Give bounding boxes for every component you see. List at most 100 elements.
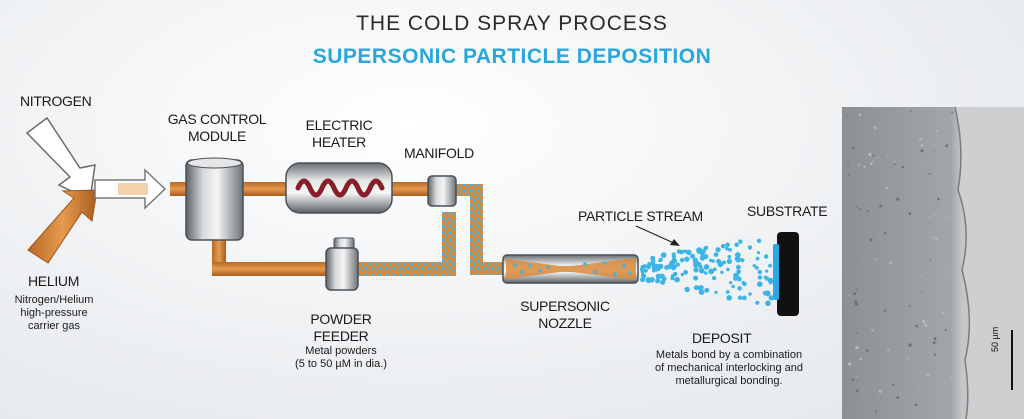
micrograph-speck [933,337,937,341]
particle [699,268,705,274]
micrograph-speck [869,162,873,165]
particle [726,258,733,264]
particle [757,269,762,275]
micrograph-speck [852,146,855,150]
micrograph-speck [886,154,889,157]
micrograph-speck [935,129,938,132]
micrograph-speck [866,210,869,213]
particle [729,281,733,285]
particle [654,263,659,268]
particle [715,247,721,253]
micrograph-speck [893,162,896,165]
micrograph-speck [932,341,936,345]
deposit-desc-line: metallurgical bonding. [675,375,783,387]
particle [651,268,656,273]
micrograph-speck [951,111,954,114]
powder-feeder [325,237,359,291]
particle [714,290,718,294]
particle [725,290,730,294]
micrograph-speck [908,212,912,216]
micrograph-speck [877,156,879,159]
nozzle-label: SUPERSONIC NOZZLE [515,298,615,332]
particle [741,295,747,301]
particle [756,251,761,255]
micrograph-speck [869,238,873,242]
particle [757,275,763,280]
particle [650,278,655,283]
particle [675,262,680,267]
particle [764,290,771,297]
particle [731,284,735,289]
micrograph-speck [872,160,874,162]
micrograph-speck [848,362,852,366]
particle [713,267,717,272]
gas-pipe-to-manifold [392,182,428,196]
particle [716,258,722,264]
particle [763,275,768,280]
particle [671,258,678,264]
heater-coil [295,178,385,198]
particle [755,256,760,261]
particle [660,252,667,258]
particle [655,278,661,284]
particle [726,267,730,272]
manifold-label: MANIFOLD [404,145,474,161]
micrograph-speck [858,113,862,116]
particle [645,277,652,284]
micrograph-speck [875,258,878,260]
micrograph-speck [871,329,874,332]
micrograph-speck [878,389,882,393]
micrograph-speck [847,164,849,167]
micrograph-speck [848,295,850,297]
micrograph-speck [933,353,937,356]
micrograph-speck [872,154,875,157]
micrograph-speck [937,197,940,201]
particle [720,244,726,249]
helium-description: Nitrogen/Helium high-pressure carrier ga… [8,294,100,333]
particle [704,271,708,275]
deposit-desc-line: Metals bond by a combination [655,349,803,361]
helium-desc-line: carrier gas [28,320,80,332]
micrograph-speck [859,357,862,361]
particle-stream-pointer [635,225,680,246]
particle [734,257,738,261]
particle [679,257,685,263]
micrograph-speck [924,323,928,327]
micrograph-speck [855,206,858,208]
particle [725,242,730,248]
inlet-pipe [170,182,186,196]
particle [734,242,739,247]
micrograph-speck [945,144,949,148]
gas-control-label-line: GAS CONTROL [167,111,267,127]
micrograph-speck [857,163,860,166]
micrograph-speck [935,237,938,240]
particle [734,252,741,258]
micrograph-speck [928,172,931,175]
gas-pipe-to-heater [243,182,287,196]
particle [728,248,732,252]
particle [640,277,645,283]
particle [755,266,759,270]
particle [704,264,709,270]
particle [764,254,769,259]
powder-feeder-label-line: POWDER [310,311,372,327]
deposit-desc-line: of mechanical interlocking and [655,362,803,374]
particle [657,263,664,270]
micrograph-speck [875,410,878,413]
particle [698,289,705,296]
micrograph-speck [929,259,932,262]
micrograph-speck [867,298,870,300]
particle [683,249,687,253]
micrograph-speck [866,349,869,352]
particle [741,281,746,285]
particle [661,276,667,282]
particle [756,238,762,243]
particle [693,285,699,291]
particle [690,253,696,259]
particle [737,286,742,291]
diagram-title: THE COLD SPRAY PROCESS [356,12,668,35]
micrograph-speck [922,319,926,324]
micrograph-speck [932,213,935,216]
micrograph-speck [910,110,912,112]
